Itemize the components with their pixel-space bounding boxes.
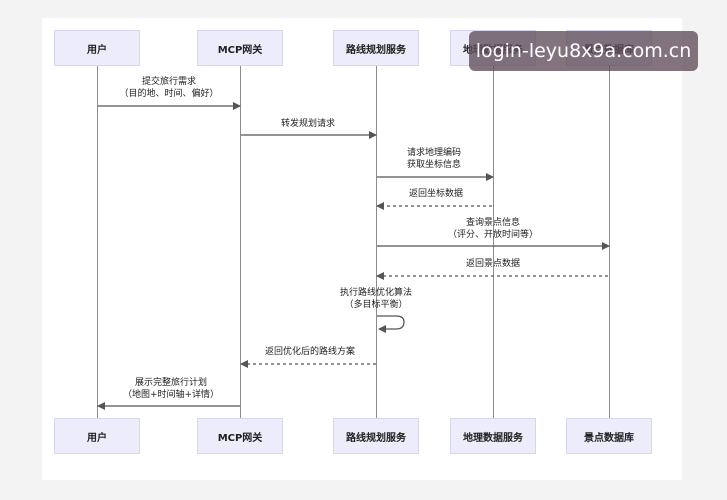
message-label-line: 展示完整旅行计划 — [134, 378, 207, 388]
diagram-background — [42, 18, 682, 480]
participant-label: 路线规划服务 — [346, 432, 406, 444]
participant-gateway-top: MCP网关 — [197, 30, 283, 66]
message-label-line: 查询景点信息 — [465, 218, 521, 228]
message-label-line: （多目标平衡） — [344, 300, 408, 310]
message-label-line: 提交旅行需求 — [141, 77, 197, 87]
participant-gateway-bottom: MCP网关 — [197, 418, 283, 454]
participant-label: 路线规划服务 — [346, 44, 406, 56]
message-label-1: 提交旅行需求 （目的地、时间、偏好） — [119, 76, 218, 100]
message-label-9: 展示完整旅行计划 （地图+时间轴+详情） — [123, 377, 219, 401]
participant-geo-bottom: 地理数据服务 — [450, 418, 536, 454]
participant-label: 用户 — [87, 432, 107, 444]
message-label-2: 转发规划请求 — [281, 118, 335, 130]
message-label-line: （目的地、时间、偏好） — [119, 89, 219, 99]
message-label-line: 返回景点数据 — [465, 259, 521, 269]
participant-user-top: 用户 — [54, 30, 140, 66]
lifeline-planner — [376, 66, 377, 418]
participant-label: MCP网关 — [217, 44, 263, 56]
message-label-line: （地图+时间轴+详情） — [122, 390, 220, 400]
participant-planner-bottom: 路线规划服务 — [333, 418, 419, 454]
message-label-line: 返回优化后的路线方案 — [264, 347, 356, 357]
message-label-5: 查询景点信息 （评分、开放时间等） — [448, 217, 538, 241]
participant-user-bottom: 用户 — [54, 418, 140, 454]
participant-planner-top: 路线规划服务 — [333, 30, 419, 66]
watermark-text: login-leyu8x9a.com.cn — [475, 40, 692, 62]
message-label-line: 返回坐标数据 — [408, 189, 464, 199]
message-label-line: （评分、开放时间等） — [447, 230, 539, 240]
participant-poi-bottom: 景点数据库 — [566, 418, 652, 454]
message-label-line: 执行路线优化算法 — [339, 288, 413, 298]
message-label-6: 返回景点数据 — [466, 258, 520, 270]
lifeline-geo — [493, 66, 494, 418]
participant-label: 地理数据服务 — [463, 432, 523, 444]
participant-label: 用户 — [87, 44, 107, 56]
participant-label: MCP网关 — [217, 432, 263, 444]
message-label-4: 返回坐标数据 — [409, 188, 463, 200]
message-label-3: 请求地理编码 获取坐标信息 — [407, 147, 461, 171]
lifeline-user — [97, 66, 98, 418]
message-label-7: 执行路线优化算法 （多目标平衡） — [340, 287, 412, 311]
watermark-overlay: login-leyu8x9a.com.cn — [469, 31, 698, 71]
message-label-line: 请求地理编码 — [406, 148, 462, 158]
message-label-line: 转发规划请求 — [280, 119, 336, 129]
message-arrow-7-self — [377, 315, 405, 333]
message-label-8: 返回优化后的路线方案 — [265, 346, 355, 358]
message-label-line: 获取坐标信息 — [406, 160, 462, 170]
lifeline-gateway — [240, 66, 241, 418]
participant-label: 景点数据库 — [584, 432, 634, 444]
